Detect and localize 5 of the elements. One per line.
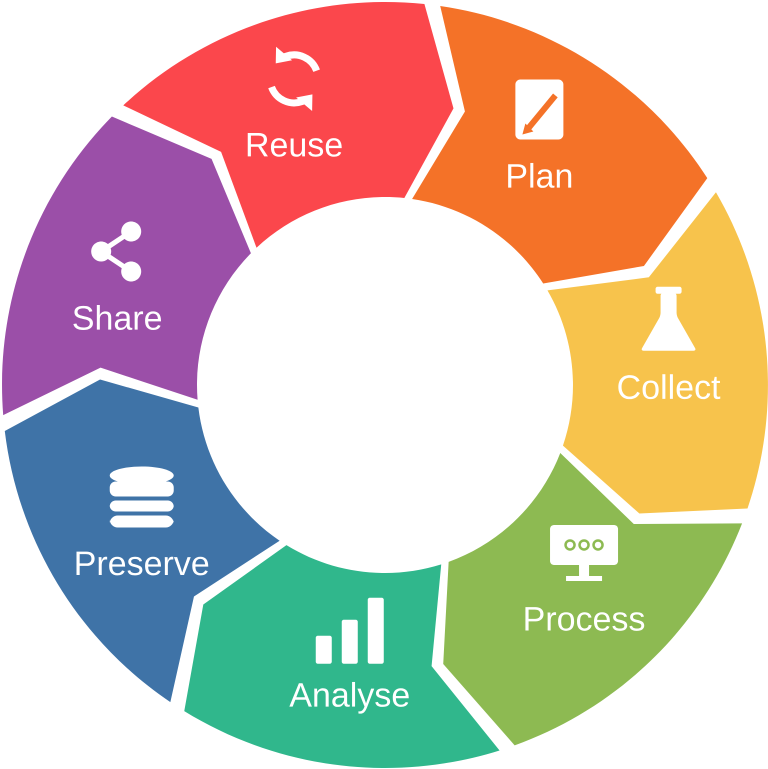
cycle-segment: Preserve	[4, 379, 280, 702]
cycle-segment: Reuse	[123, 2, 454, 248]
cycle-segment: Collect	[547, 192, 768, 514]
cycle-segment: Process	[443, 452, 742, 746]
cycle-segment: Plan	[412, 6, 708, 284]
